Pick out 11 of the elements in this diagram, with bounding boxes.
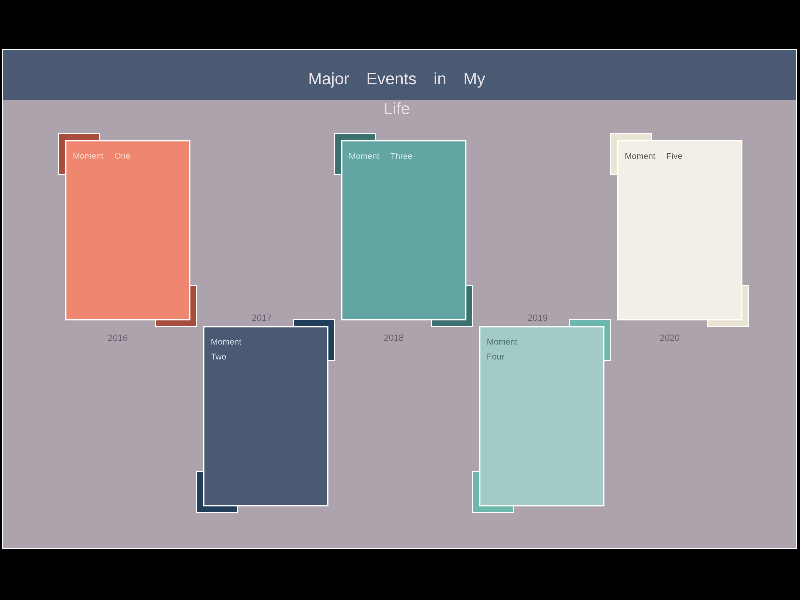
card: Moment One	[65, 140, 191, 321]
year-label: 2016	[108, 334, 128, 342]
card: Moment Four	[479, 326, 605, 507]
year-label: 2017	[252, 314, 272, 322]
year-label: 2018	[384, 334, 404, 342]
year-label: 2020	[660, 334, 680, 342]
card: Moment Three	[341, 140, 467, 321]
year-label: 2019	[528, 314, 548, 322]
card: Moment Five	[617, 140, 743, 321]
card: Moment Two	[203, 326, 329, 507]
title: Major Events in My Life	[310, 72, 486, 115]
